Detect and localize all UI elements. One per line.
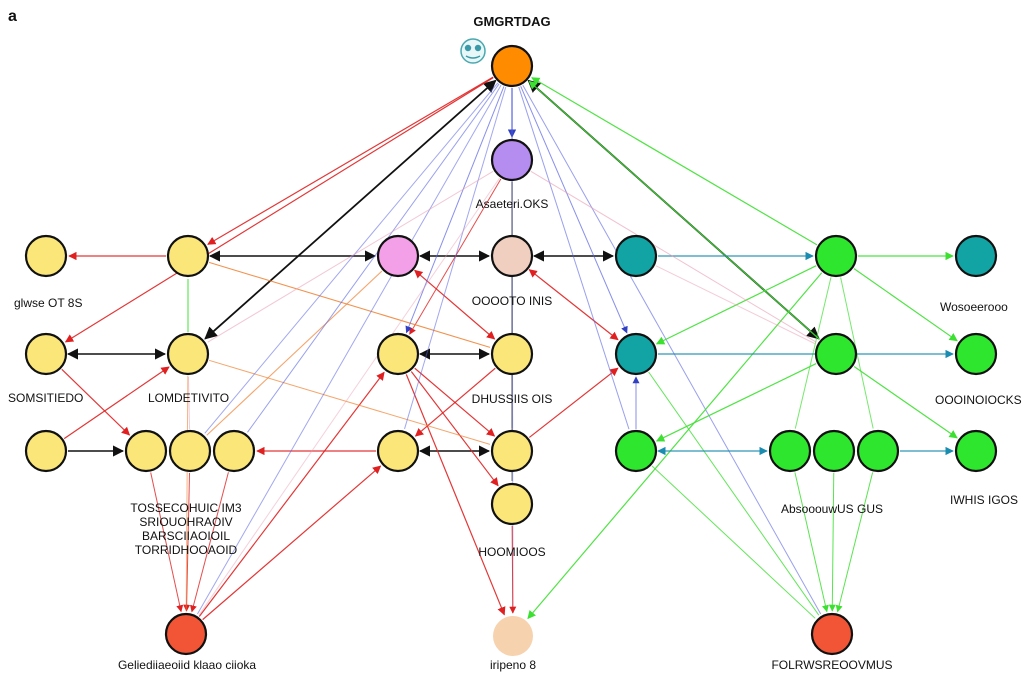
edge-y4-to-bc [405, 374, 506, 616]
node-y5 [490, 332, 534, 376]
edge-top-to-l1 [207, 76, 494, 245]
label-left-upper: glwse OT 8S [14, 296, 83, 310]
node-y4 [376, 332, 420, 376]
edge-l6-to-bl [183, 472, 191, 612]
edge-top-to-l2 [64, 77, 494, 343]
edge-g4-to-br [651, 465, 816, 619]
node-pink [376, 234, 420, 278]
robot-face-icon [460, 38, 486, 64]
node-g8 [954, 429, 998, 473]
edge-g6-to-br [828, 472, 836, 612]
edge-bl-to-y8 [202, 465, 382, 621]
node-l1 [166, 234, 210, 278]
panel-letter: a [8, 8, 17, 25]
node-pur [490, 138, 534, 182]
edge-top-to-l3 [204, 79, 497, 340]
node-g2 [814, 332, 858, 376]
edge-y4-to-y9 [414, 367, 496, 437]
edge-g1-to-g5 [794, 277, 832, 429]
label-bottom-right: FOLRWSREOOVMUS [771, 658, 893, 672]
edge-l5-to-bl [150, 472, 184, 613]
label-center-row4: HOOMIOOS [478, 545, 546, 559]
node-l3 [166, 332, 210, 376]
label-bottom-center: iripeno 8 [489, 658, 537, 672]
edge-g1-to-top [531, 77, 818, 246]
label-right-middle: OOOINOIOCKS [935, 393, 1022, 407]
edge-l3-to-y9 [208, 359, 491, 445]
edge-top-to-g4 [518, 86, 630, 430]
node-l4 [24, 429, 68, 473]
edge-l3-to-bl [185, 375, 189, 612]
label-center-upper: Asaeteri.OKS [475, 197, 549, 211]
node-t3 [614, 332, 658, 376]
label-right-upper: Wosoeerooo [940, 300, 1008, 314]
label-left-lower-block: TOSSECOHUIC IM3 SRIOUOHRAOIV BARSCIIAOIO… [130, 501, 242, 557]
label-center-row1: OOOOTO INIS [471, 294, 553, 308]
node-peach [490, 234, 534, 278]
node-bc [493, 616, 533, 656]
edge-top-to-l6 [204, 82, 499, 434]
edge-l6-to-l3 [187, 376, 191, 430]
edge-bl-to-y4 [198, 371, 385, 617]
edge-top-to-l7 [247, 83, 500, 433]
edge-g2-to-top [528, 80, 820, 340]
node-y8 [376, 429, 420, 473]
edge-top-to-t3 [520, 86, 628, 334]
node-l5 [124, 429, 168, 473]
edges-layer [61, 76, 958, 621]
node-g6 [812, 429, 856, 473]
edge-top-to-y4 [405, 86, 505, 334]
edge-top-to-br [522, 84, 822, 615]
label-right-lower-b: IWHIS IGOS [950, 493, 1019, 507]
edge-g1-to-g3 [853, 268, 958, 342]
label-center-row2: DHUSSIIS OIS [471, 392, 553, 406]
edge-l4-to-l3 [63, 366, 170, 440]
edge-pink-to-y5 [414, 269, 496, 340]
node-l6 [168, 429, 212, 473]
edge-g1-to-bc [527, 272, 823, 620]
edge-peach-to-t3 [528, 269, 619, 341]
nodes-layer [24, 44, 998, 656]
node-g1 [814, 234, 858, 278]
node-l0 [24, 234, 68, 278]
node-y9 [490, 429, 534, 473]
edge-y4-to-y10 [410, 371, 499, 487]
node-y10 [490, 482, 534, 526]
label-left-middle-a: SOMSITIEDO [8, 391, 84, 405]
edge-top-to-bl [197, 84, 502, 615]
edge-t3-to-br [648, 371, 820, 616]
edge-g5-to-br [794, 472, 829, 613]
edge-l7-to-bl [190, 472, 229, 613]
edge-g7-to-br [835, 472, 874, 613]
edge-y9-to-t3 [528, 367, 619, 438]
edge-g2-to-g4 [655, 363, 817, 442]
edge-pur-to-g2 [530, 170, 817, 343]
diagram-title: GMGRTDAG [473, 14, 551, 29]
node-l2 [24, 332, 68, 376]
edge-l2-to-l5 [61, 368, 131, 436]
edge-pink-to-l6 [206, 270, 383, 436]
edge-pur-to-bl [198, 177, 500, 616]
edge-pur-to-l3 [207, 170, 494, 343]
node-bl [164, 612, 208, 656]
node-g3 [954, 332, 998, 376]
node-g4 [614, 429, 658, 473]
edge-g2-to-g8 [853, 366, 958, 439]
edge-y10-to-bc [509, 525, 517, 614]
node-t2 [954, 234, 998, 278]
edge-t1-to-g2 [655, 265, 816, 345]
node-l7 [212, 429, 256, 473]
edge-top-to-y8 [404, 86, 507, 430]
node-g5 [768, 429, 812, 473]
node-br [810, 612, 854, 656]
node-t1 [614, 234, 658, 278]
node-g7 [856, 429, 900, 473]
label-bottom-left: Geliediiaeoiid klaao ciioka [117, 658, 257, 672]
edge-l1-to-y5 [208, 261, 491, 348]
node-top [490, 44, 534, 88]
label-right-lower-a: AbsooouwUS GUS [780, 502, 884, 516]
label-left-middle-b: LOMDETIVITO [148, 391, 230, 405]
